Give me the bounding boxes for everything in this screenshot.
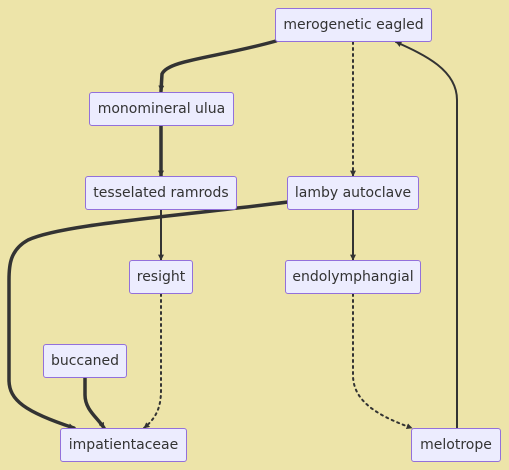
edge-merogenetic-eagled-to-monomineral-ulua [158, 39, 278, 93]
node-impatientaceae[interactable]: impatientaceae [60, 428, 187, 462]
edge-resight-to-impatientaceae [143, 293, 162, 429]
node-melotrope[interactable]: melotrope [411, 428, 501, 462]
node-tesselated-ramrods[interactable]: tesselated ramrods [85, 176, 237, 210]
node-buccaned[interactable]: buccaned [43, 344, 127, 378]
edge-lamby-autoclave-to-impatientaceae [7, 200, 290, 430]
edge-endolymphangial-to-melotrope [352, 293, 413, 430]
edge-buccaned-to-impatientaceae [83, 376, 106, 430]
node-merogenetic-eagled[interactable]: merogenetic eagled [275, 8, 432, 42]
node-endolymphangial[interactable]: endolymphangial [285, 260, 421, 294]
node-resight[interactable]: resight [129, 260, 193, 294]
node-lamby-autoclave[interactable]: lamby autoclave [287, 176, 419, 210]
edge-melotrope-to-merogenetic-eagled [395, 41, 458, 429]
node-monomineral-ulua[interactable]: monomineral ulua [89, 92, 234, 126]
